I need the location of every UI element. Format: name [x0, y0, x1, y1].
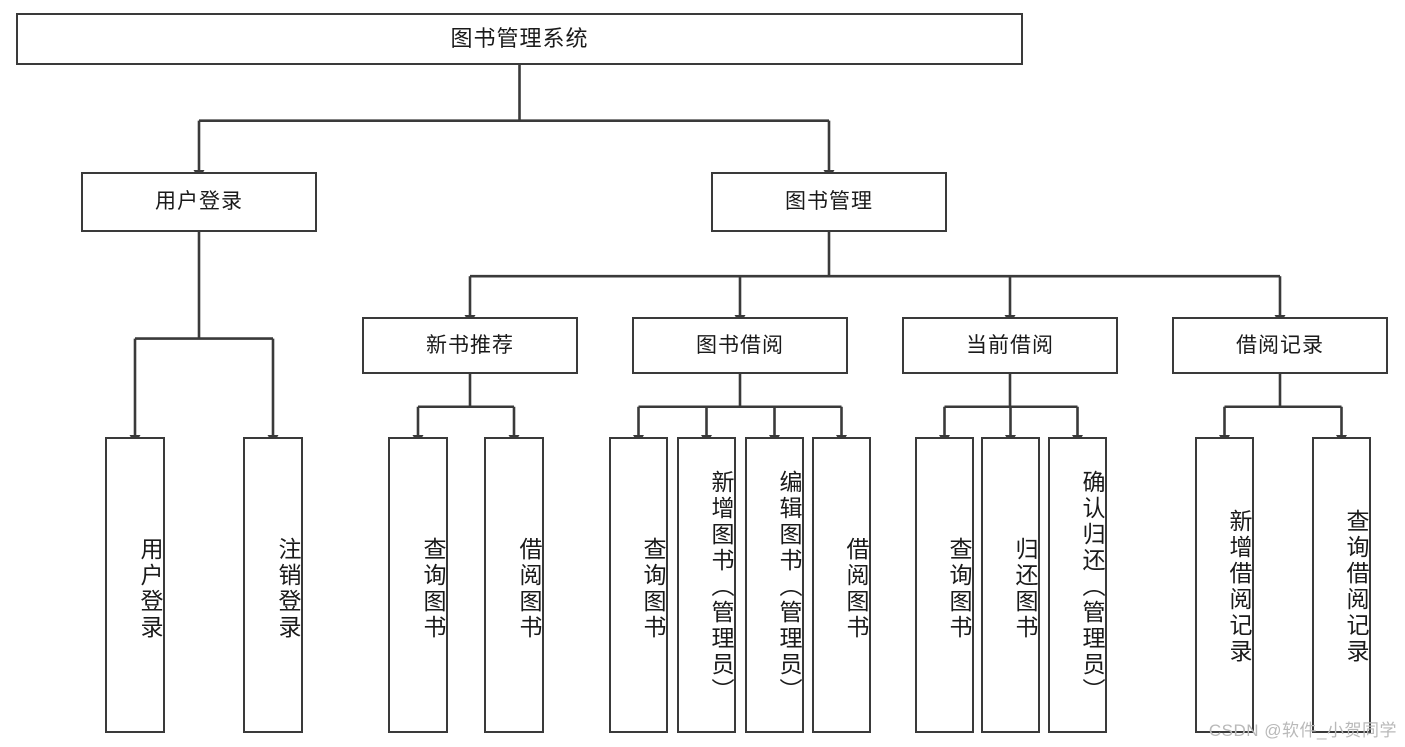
node-leaf3[interactable]: 查询图书 — [388, 437, 448, 733]
node-leaf9[interactable]: 查询图书 — [915, 437, 974, 733]
node-label: 借阅记录 — [1236, 333, 1324, 357]
node-leaf6[interactable]: 新增图书（管理员） — [677, 437, 736, 733]
node-leaf4[interactable]: 借阅图书 — [484, 437, 544, 733]
node-label: 查询借阅记录 — [1343, 509, 1369, 665]
node-leaf13[interactable]: 查询借阅记录 — [1312, 437, 1371, 733]
node-label: 查询图书 — [420, 537, 446, 641]
node-label: 新增图书（管理员） — [708, 470, 734, 704]
node-label: 查询图书 — [640, 537, 666, 641]
node-leaf11[interactable]: 确认归还（管理员） — [1048, 437, 1107, 733]
node-label: 用户登录 — [155, 190, 243, 214]
node-label: 用户登录 — [137, 537, 163, 641]
node-records[interactable]: 借阅记录 — [1172, 317, 1388, 374]
csdn-watermark: CSDN @软件_小贺同学 — [1208, 721, 1397, 740]
node-label: 借阅图书 — [843, 537, 869, 641]
node-label: 归还图书 — [1012, 537, 1038, 641]
node-label: 图书借阅 — [696, 333, 784, 357]
node-newbook[interactable]: 新书推荐 — [362, 317, 578, 374]
node-bookmgmt[interactable]: 图书管理 — [711, 172, 947, 232]
node-leaf12[interactable]: 新增借阅记录 — [1195, 437, 1254, 733]
node-label: 当前借阅 — [966, 333, 1054, 357]
node-label: 确认归还（管理员） — [1079, 470, 1105, 704]
node-leaf8[interactable]: 借阅图书 — [812, 437, 871, 733]
node-label: 图书管理 — [785, 190, 873, 214]
node-login[interactable]: 用户登录 — [81, 172, 317, 232]
node-leaf1[interactable]: 用户登录 — [105, 437, 165, 733]
node-label: 查询图书 — [946, 537, 972, 641]
node-label: 新书推荐 — [426, 333, 514, 357]
node-leaf2[interactable]: 注销登录 — [243, 437, 303, 733]
node-current[interactable]: 当前借阅 — [902, 317, 1118, 374]
node-label: 新增借阅记录 — [1226, 509, 1252, 665]
node-label: 图书管理系统 — [450, 25, 589, 51]
node-label: 编辑图书（管理员） — [776, 470, 802, 704]
node-label: 注销登录 — [275, 537, 301, 641]
node-leaf10[interactable]: 归还图书 — [981, 437, 1040, 733]
node-leaf5[interactable]: 查询图书 — [609, 437, 668, 733]
node-label: 借阅图书 — [516, 537, 542, 641]
node-borrow[interactable]: 图书借阅 — [632, 317, 848, 374]
node-leaf7[interactable]: 编辑图书（管理员） — [745, 437, 804, 733]
node-root[interactable]: 图书管理系统 — [16, 13, 1023, 65]
